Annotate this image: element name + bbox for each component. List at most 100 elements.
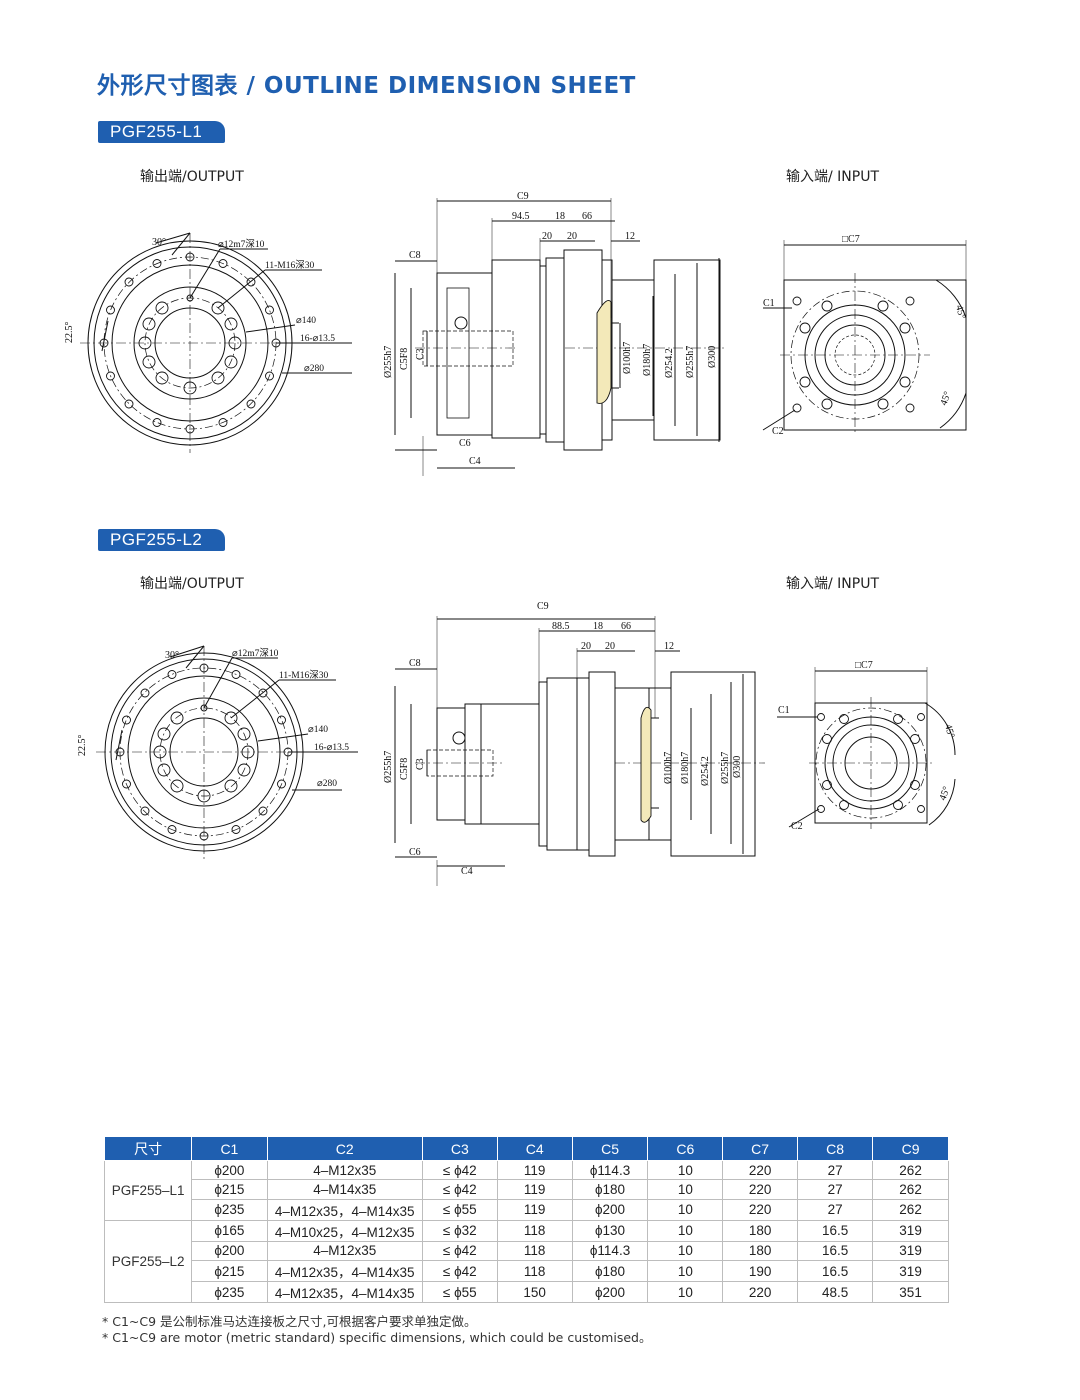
table-row: ϕ215 4–M12x35，4–M14x35 ≤ ϕ42 118 ϕ180 10… [105,1260,949,1283]
cell-c3: ≤ ϕ42 [421,1240,498,1262]
dim-18-l1: 18 [555,211,565,222]
dim-20b-l2: 20 [605,641,615,652]
header-c9: C9 [872,1136,949,1161]
cell-c9: 319 [872,1219,949,1242]
dim-pin-hole-l1: ⌀12m7深10 [218,239,265,250]
cell-c1: ϕ200 [191,1159,268,1181]
cell-c6: 10 [647,1260,724,1283]
cell-c1: ϕ215 [191,1179,268,1200]
header-c5: C5 [571,1136,649,1161]
cell-c4: 118 [496,1219,573,1242]
dim-c8-l1: C8 [409,250,421,261]
output-flange-view-l1: 30° 22.5° ⌀12m7深10 11-M16深30 ⌀140 16-⌀13… [64,232,352,453]
cell-c9: 262 [872,1198,949,1221]
dim-885-l2: 88.5 [552,621,570,632]
output-label-l2: 输出端/OUTPUT [140,576,244,592]
cell-c1: ϕ235 [191,1281,268,1304]
cell-c3: ≤ ϕ55 [421,1198,498,1221]
cell-c7: 180 [722,1240,799,1262]
cell-c2: 4–M10x25，4–M12x35 [266,1219,423,1242]
dim-d255-l2: Ø255h7 [383,751,394,783]
dim-c6-l1: C6 [459,438,471,449]
dim-c4-l1: C4 [469,456,481,467]
input-label-l1: 输入端/ INPUT [786,169,880,185]
cell-c2: 4–M12x35，4–M14x35 [266,1260,423,1283]
dim-pin-hole-l2: ⌀12m7深10 [232,648,279,659]
side-view-l1: C9 94.5 18 66 20 20 12 C8 C6 C4 Ø255h7 C… [383,191,725,476]
dim-12-l2: 12 [664,641,674,652]
footnote-english: * C1~C9 are motor (metric standard) spec… [102,1330,652,1345]
dim-angle-225-l1: 22.5° [64,322,75,344]
dim-d300-l2: Ø300 [732,756,743,778]
cell-c8: 27 [797,1198,874,1221]
cell-c7: 220 [722,1179,799,1200]
dim-d180-l1: Ø180h7 [642,344,653,376]
cell-c4: 150 [496,1281,573,1304]
cell-c4: 118 [496,1240,573,1262]
dim-c5-l2: C5F8 [399,758,410,780]
cell-c1: ϕ215 [191,1260,268,1283]
dim-c9-l1: C9 [517,191,529,202]
cell-c6: 10 [647,1219,724,1242]
dim-holes-l2: 16-⌀13.5 [314,743,349,753]
dim-c6-l2: C6 [409,847,421,858]
dim-d140-l2: ⌀140 [308,725,328,735]
dimension-table: 尺寸 C1 C2 C3 C4 C5 C6 C7 C8 C9 PGF255–L1 … [103,1136,949,1304]
header-size: 尺寸 [103,1136,193,1161]
cell-c2: 4–M14x35 [266,1179,423,1200]
dim-66-l1: 66 [582,211,592,222]
dim-d2542-l2: Ø254.2 [700,756,711,786]
header-c1: C1 [191,1136,268,1161]
cell-c7: 220 [722,1159,799,1181]
dim-45a-l1: 45° [953,304,967,320]
dim-45a-l2: 45° [942,723,956,739]
model-cell-l1: PGF255–L1 [103,1160,193,1221]
header-c7: C7 [722,1136,799,1161]
dim-holes-l1: 16-⌀13.5 [300,334,335,344]
dim-20a-l1: 20 [542,231,552,242]
cell-c8: 16.5 [797,1219,874,1242]
footnote-chinese: * C1~C9 是公制标准马达连接板之尺寸,可根据客户要求单独定做。 [102,1314,477,1329]
dim-d100-l1: Ø100h7 [622,342,633,374]
dim-d180-l2: Ø180h7 [680,752,691,784]
input-flange-view-l1: □C7 C1 C2 45° 45° [762,234,967,437]
dim-45b-l1: 45° [938,390,953,407]
cell-c1: ϕ165 [191,1219,268,1242]
cell-c3: ≤ ϕ32 [421,1219,498,1242]
cell-c4: 119 [496,1179,573,1200]
header-c6: C6 [647,1136,724,1161]
table-row: PGF255–L2 ϕ165 4–M10x25，4–M12x35 ≤ ϕ32 1… [103,1219,949,1304]
dim-c2-l2: C2 [791,821,803,832]
cell-c3: ≤ ϕ42 [421,1159,498,1181]
dim-c4-l2: C4 [461,866,473,877]
table-row: PGF255–L1 ϕ200 4–M12x35 ≤ ϕ42 119 ϕ114.3… [103,1159,949,1221]
header-c8: C8 [797,1136,874,1161]
output-label-l1: 输出端/OUTPUT [140,169,244,185]
dim-d140-l1: ⌀140 [296,316,316,326]
dim-c1-l2: C1 [778,705,790,716]
cell-c2: 4–M12x35，4–M14x35 [266,1198,423,1221]
dim-c7-l2: □C7 [855,660,873,671]
input-label-l2: 输入端/ INPUT [786,576,880,592]
table-row: ϕ200 4–M12x35 ≤ ϕ42 118 ϕ114.3 10 180 16… [105,1240,949,1262]
cell-c3: ≤ ϕ55 [421,1281,498,1304]
cell-c2: 4–M12x35 [266,1159,423,1181]
dim-d300-l1: Ø300 [707,346,718,368]
dim-c8-l2: C8 [409,658,421,669]
cell-c6: 10 [647,1179,724,1200]
dim-c7-l1: □C7 [842,234,860,245]
cell-c8: 27 [797,1179,874,1200]
side-view-l2: C9 88.5 18 66 20 20 12 C8 C6 C4 Ø255h7 C… [383,601,765,886]
cell-c4: 119 [496,1159,573,1181]
header-c3: C3 [421,1136,498,1161]
cell-c5: ϕ114.3 [571,1159,649,1181]
cell-c8: 48.5 [797,1281,874,1304]
dim-12-l1: 12 [625,231,635,242]
model-cell-l2: PGF255–L2 [103,1219,193,1304]
cell-c9: 319 [872,1240,949,1262]
cell-c5: ϕ114.3 [571,1240,649,1262]
table-row: ϕ235 4–M12x35，4–M14x35 ≤ ϕ55 150 ϕ200 10… [105,1281,949,1304]
dim-c9-l2: C9 [537,601,549,612]
cell-c6: 10 [647,1159,724,1181]
page-title: 外形尺寸图表 / OUTLINE DIMENSION SHEET [97,73,636,99]
